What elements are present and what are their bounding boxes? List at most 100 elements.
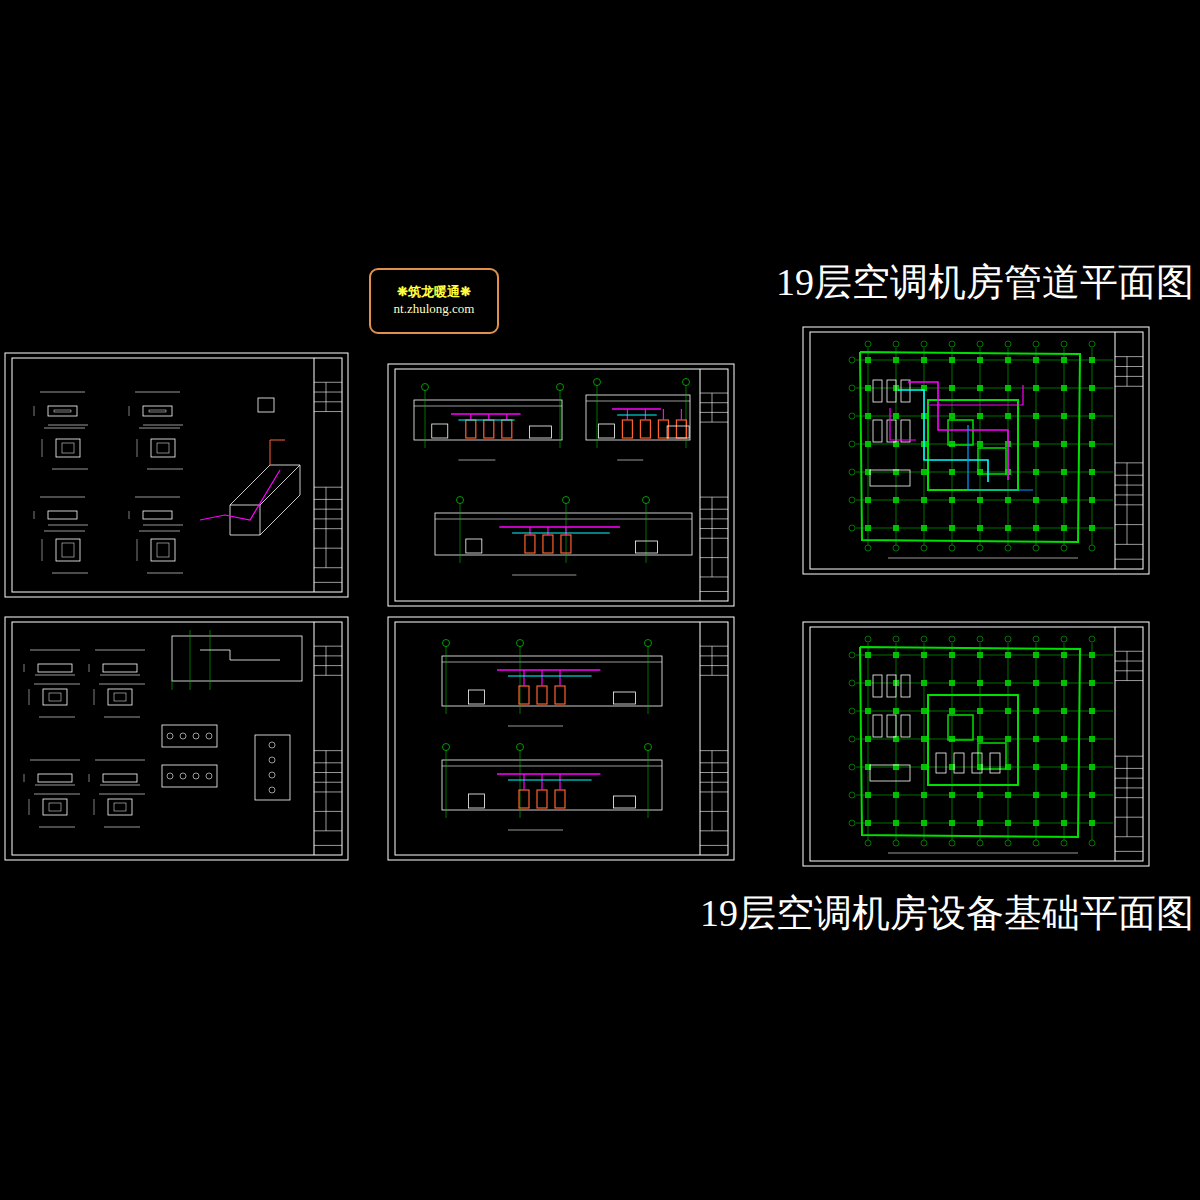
pump-unit: [555, 686, 565, 704]
section-outline: [442, 760, 662, 810]
structural-column: [949, 736, 955, 742]
equipment-outline: [901, 420, 910, 442]
title-block-line: [700, 622, 701, 855]
grid-bubble: [893, 636, 899, 642]
structural-column: [949, 469, 955, 475]
grid-bubble: [1061, 636, 1067, 642]
section-outline: [435, 513, 692, 555]
grid-line: [172, 680, 173, 690]
equipment-base: [972, 753, 982, 773]
sheet-border: [803, 327, 1149, 574]
grid-bubble: [849, 680, 855, 686]
dimension-line: [48, 525, 88, 526]
equipment-outline: [887, 715, 896, 737]
dimension-line: [137, 539, 138, 561]
pump-unit: [466, 420, 476, 438]
dimension-line: [29, 689, 30, 705]
grid-bubble: [849, 736, 855, 742]
watermark-url: nt.zhulong.com: [377, 301, 491, 318]
structural-column: [1089, 357, 1095, 363]
structural-column: [1033, 736, 1039, 742]
slab-line: [442, 662, 662, 663]
structural-column: [1005, 820, 1011, 826]
grid-bubble: [1061, 545, 1067, 551]
grid-bubble: [865, 341, 871, 347]
structural-column: [1089, 441, 1095, 447]
structural-column: [949, 792, 955, 798]
structural-column: [893, 820, 899, 826]
structural-column: [949, 413, 955, 419]
structural-column: [893, 413, 899, 419]
caption-line: [512, 575, 576, 576]
structural-column: [949, 385, 955, 391]
drawing-sheet: [388, 364, 734, 606]
title-block-row: [700, 782, 728, 783]
title-block-row: [700, 576, 728, 577]
grid-bubble: [1005, 636, 1011, 642]
structural-column: [1033, 652, 1039, 658]
title-block-row: [700, 665, 728, 666]
slab-line: [442, 766, 662, 767]
title-block-row: [314, 382, 342, 383]
grid-bubble: [949, 545, 955, 551]
dimension-line: [40, 392, 85, 393]
structural-column: [1005, 357, 1011, 363]
anchor-bolt: [167, 733, 173, 739]
dimension-line: [89, 664, 90, 672]
title-block-row: [700, 402, 728, 403]
structural-column: [1033, 441, 1039, 447]
title-block-line: [712, 393, 713, 422]
structural-column: [1089, 820, 1095, 826]
title-block-row: [314, 518, 342, 519]
drawing-sheet: [803, 622, 1149, 866]
structural-column: [865, 385, 871, 391]
foundation-outline: [151, 539, 175, 561]
foundation-outline: [62, 443, 74, 453]
pipe-line: [508, 779, 592, 780]
equipment-outline: [466, 539, 482, 553]
structural-column: [893, 652, 899, 658]
title-block-line: [326, 382, 327, 411]
title-block-row: [1115, 356, 1143, 357]
structural-column: [1089, 469, 1095, 475]
caption-line: [44, 531, 85, 532]
anchor-bolt: [180, 773, 186, 779]
structural-column: [1089, 736, 1095, 742]
equipment-outline: [887, 675, 896, 697]
dimension-line: [129, 511, 130, 519]
grid-bubble: [1005, 341, 1011, 347]
grid-bubble: [865, 636, 871, 642]
pipe-line: [523, 774, 524, 790]
shaft-wall: [948, 715, 973, 740]
structural-column: [977, 680, 983, 686]
structural-column: [865, 497, 871, 503]
title-block-line: [712, 497, 713, 577]
foundation-outline: [157, 543, 169, 557]
title-block-row: [1115, 797, 1143, 798]
title-block-row: [314, 411, 342, 412]
dimension-line: [30, 650, 80, 651]
structural-column: [1005, 497, 1011, 503]
caption-line: [104, 827, 140, 828]
structural-column: [977, 652, 983, 658]
pipe-line: [470, 414, 471, 420]
equipment-outline: [873, 675, 882, 697]
shaft-wall: [948, 420, 973, 445]
structural-column: [865, 820, 871, 826]
title-block-row: [1115, 494, 1143, 495]
grid-bubble: [643, 497, 650, 504]
title-block-row: [1115, 504, 1143, 505]
pump-unit: [555, 790, 565, 808]
title-block-row: [1115, 462, 1143, 463]
title-block-row: [314, 811, 342, 812]
base-table: [255, 735, 290, 800]
sheet-border: [803, 622, 1149, 866]
base-table: [162, 725, 217, 747]
title-block-row: [700, 762, 728, 763]
foundation-outline: [43, 799, 67, 815]
structural-column: [977, 385, 983, 391]
grid-bubble: [457, 497, 464, 504]
title-block-line: [326, 487, 327, 568]
dimension-line: [137, 439, 138, 457]
title-block-row: [314, 646, 342, 647]
